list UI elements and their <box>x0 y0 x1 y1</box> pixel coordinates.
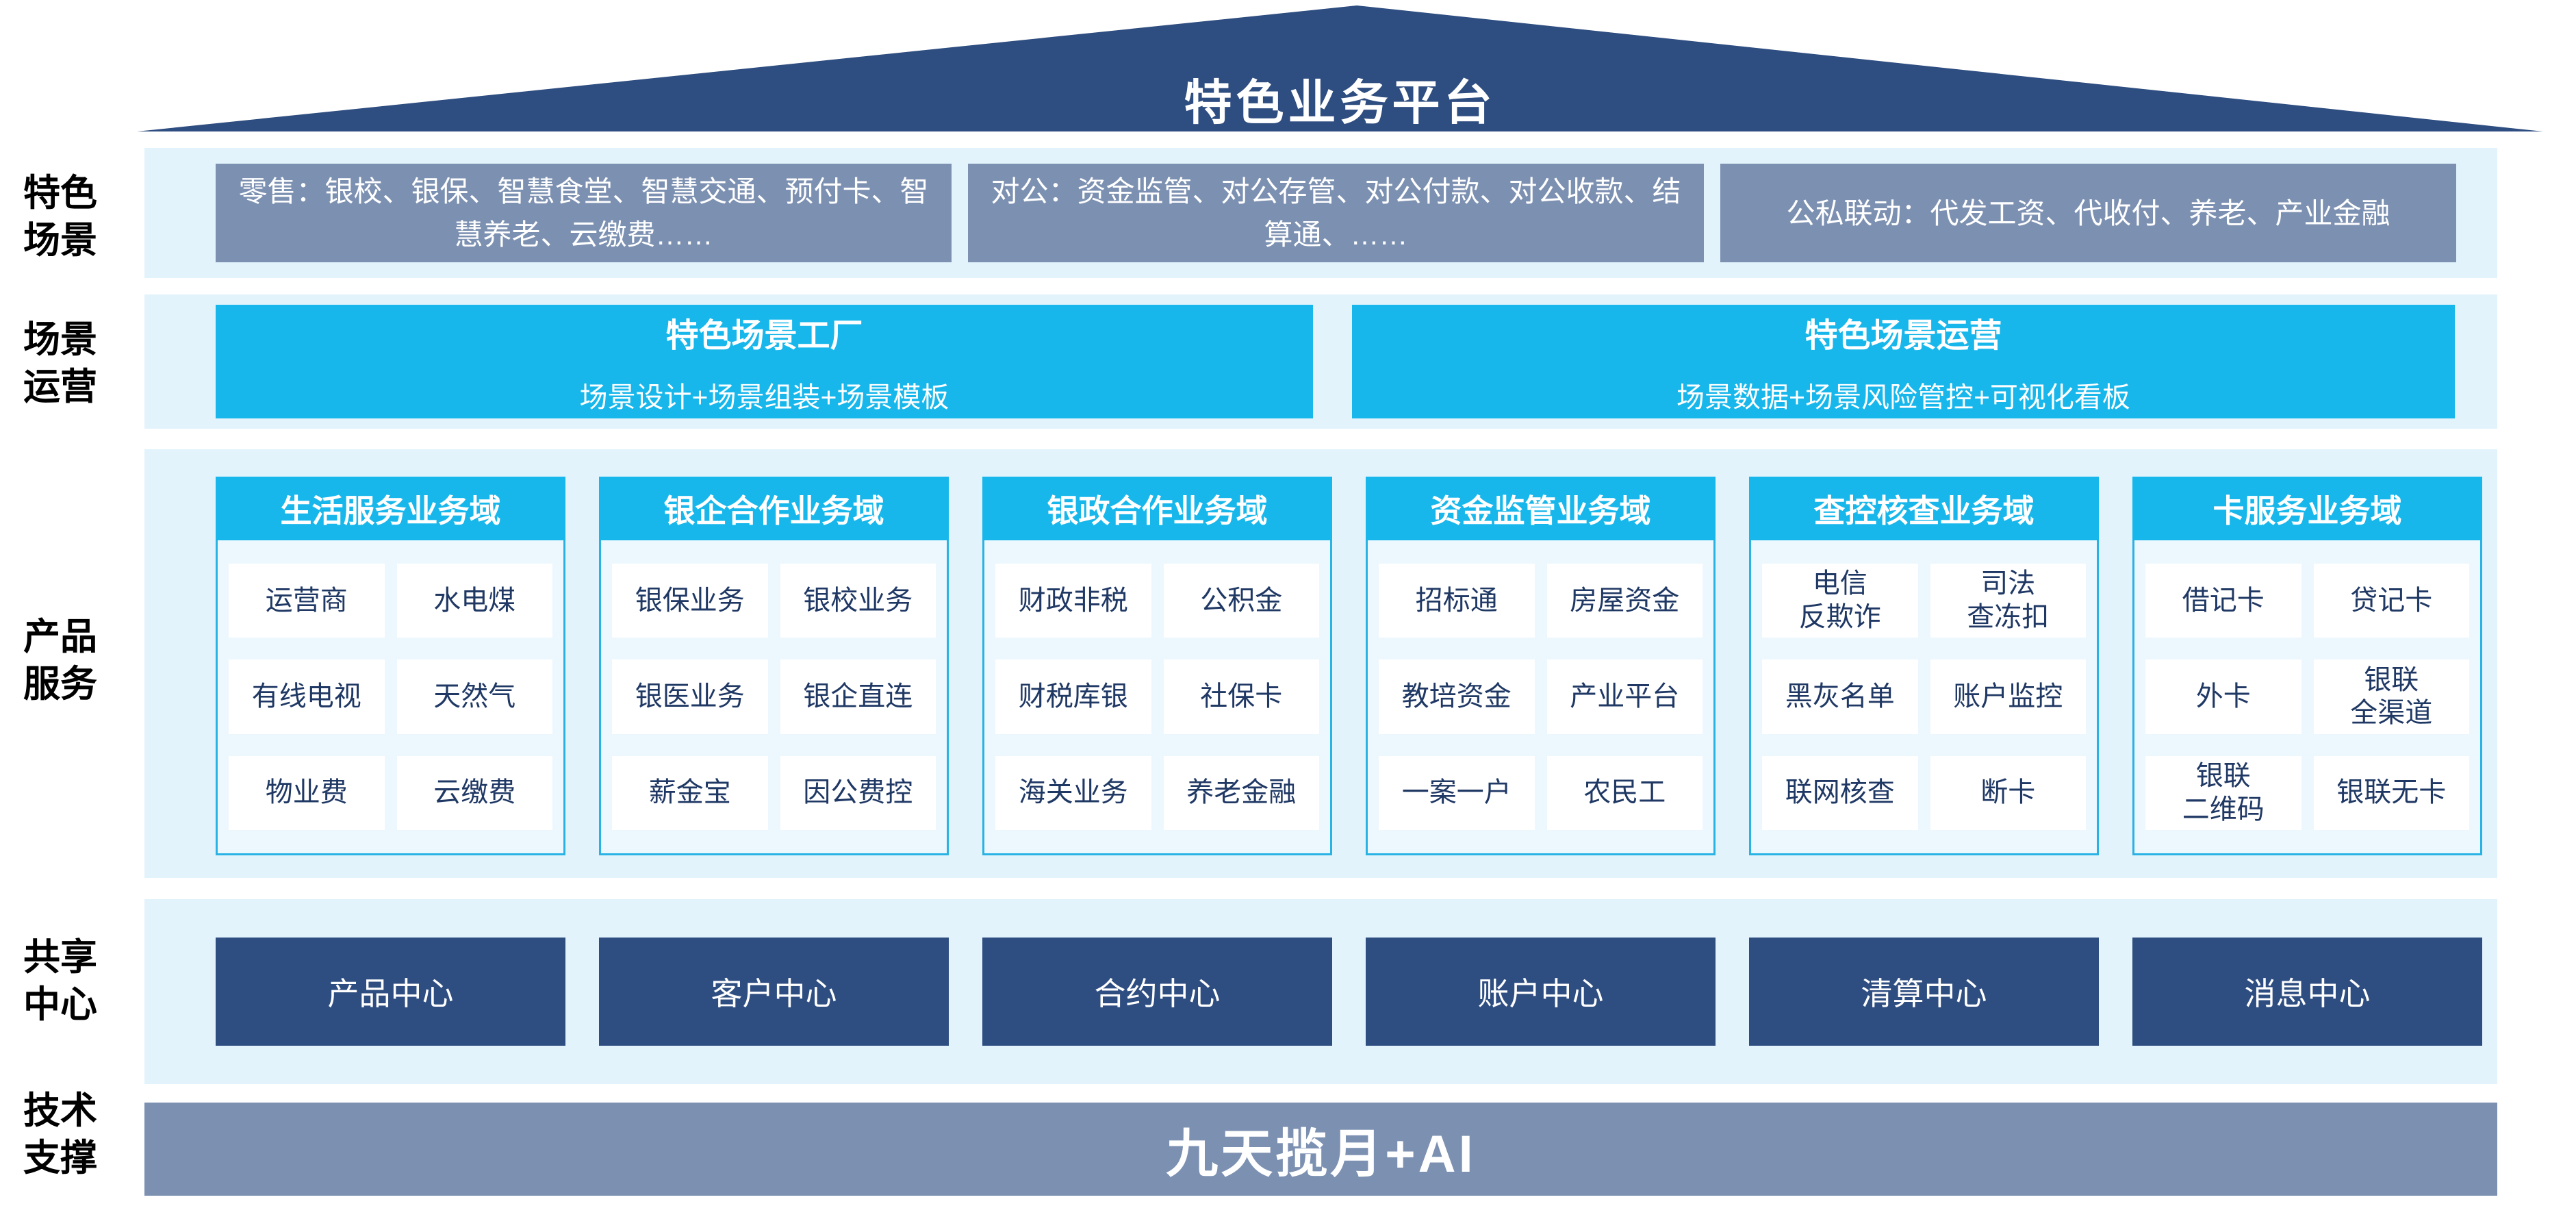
scenario-operation-box: 特色场景运营 场景数据+场景风险管控+可视化看板 <box>1352 305 2455 418</box>
shared-center-customer: 客户中心 <box>599 938 949 1046</box>
product-column-header: 银企合作业务域 <box>599 477 949 540</box>
product-item: 房屋资金 <box>1546 564 1703 638</box>
product-column-body: 借记卡 贷记卡 外卡 银联 全渠道 银联 二维码 银联无卡 <box>2132 540 2482 855</box>
product-item: 断卡 <box>1930 755 2086 830</box>
product-item: 银企直连 <box>780 659 936 734</box>
product-item: 银校业务 <box>780 564 936 638</box>
product-item: 银保业务 <box>612 564 768 638</box>
product-column-body: 招标通 房屋资金 教培资金 产业平台 一案一户 农民工 <box>1366 540 1716 855</box>
product-item: 贷记卡 <box>2313 564 2469 638</box>
product-column-body: 银保业务 银校业务 银医业务 银企直连 薪金宝 因公费控 <box>599 540 949 855</box>
product-column-body: 运营商 水电煤 有线电视 天然气 物业费 云缴费 <box>216 540 565 855</box>
row-label-product-services: 产品 服务 <box>23 616 97 705</box>
product-item: 有线电视 <box>229 659 385 734</box>
product-item: 外卡 <box>2145 659 2301 734</box>
shared-center-account: 账户中心 <box>1366 938 1716 1046</box>
platform-title: 特色业务平台 <box>1184 76 1496 129</box>
operation-row: 特色场景工厂 场景设计+场景组装+场景模板 特色场景运营 场景数据+场景风险管控… <box>144 294 2497 429</box>
product-item: 联网核查 <box>1762 755 1918 830</box>
product-column-bank-government: 银政合作业务域 财政非税 公积金 财税库银 社保卡 海关业务 养老金融 <box>982 477 1332 878</box>
scene-row: 零售：银校、银保、智慧食堂、智慧交通、预付卡、智慧养老、云缴费…… 对公：资金监… <box>144 148 2497 278</box>
shared-center-product: 产品中心 <box>216 938 565 1046</box>
shared-center-message: 消息中心 <box>2132 938 2482 1046</box>
product-item: 物业费 <box>229 755 385 830</box>
scenario-factory-subtitle: 场景设计+场景组装+场景模板 <box>579 381 949 413</box>
scene-box-public-private-linkage: 公私联动：代发工资、代收付、养老、产业金融 <box>1720 164 2456 262</box>
product-item: 招标通 <box>1379 564 1535 638</box>
product-item: 因公费控 <box>780 755 936 830</box>
product-column-header: 查控核查业务域 <box>1749 477 2099 540</box>
product-column-header: 银政合作业务域 <box>982 477 1332 540</box>
row-label-tech-support: 技术 支撑 <box>23 1090 97 1179</box>
product-item: 银联无卡 <box>2313 755 2469 830</box>
product-item: 社保卡 <box>1163 659 1319 734</box>
product-item: 海关业务 <box>995 755 1151 830</box>
product-column-header: 生活服务业务域 <box>216 477 565 540</box>
product-item: 养老金融 <box>1163 755 1319 830</box>
product-item: 借记卡 <box>2145 564 2301 638</box>
product-item: 教培资金 <box>1379 659 1535 734</box>
row-label-scenes: 特色 场景 <box>23 173 97 262</box>
product-column-body: 财政非税 公积金 财税库银 社保卡 海关业务 养老金融 <box>982 540 1332 855</box>
shared-center-row: 产品中心 客户中心 合约中心 账户中心 清算中心 消息中心 <box>144 899 2497 1084</box>
product-item: 账户监控 <box>1930 659 2086 734</box>
product-item: 公积金 <box>1163 564 1319 638</box>
product-column-card-service: 卡服务业务域 借记卡 贷记卡 外卡 银联 全渠道 银联 二维码 银联无卡 <box>2132 477 2482 878</box>
tech-support-bar: 九天揽月+AI <box>144 1103 2497 1196</box>
product-item: 产业平台 <box>1546 659 1703 734</box>
product-item: 运营商 <box>229 564 385 638</box>
product-column-header: 卡服务业务域 <box>2132 477 2482 540</box>
shared-center-contract: 合约中心 <box>982 938 1332 1046</box>
product-column-bank-enterprise: 银企合作业务域 银保业务 银校业务 银医业务 银企直连 薪金宝 因公费控 <box>599 477 949 878</box>
product-column-fund-supervision: 资金监管业务域 招标通 房屋资金 教培资金 产业平台 一案一户 农民工 <box>1366 477 1716 878</box>
product-item: 银医业务 <box>612 659 768 734</box>
product-item: 银联 全渠道 <box>2313 659 2469 734</box>
row-label-shared-centers: 共享 中心 <box>23 937 97 1026</box>
product-item: 薪金宝 <box>612 755 768 830</box>
scene-box-corporate: 对公：资金监管、对公存管、对公付款、对公收款、结算通、…… <box>968 164 1704 262</box>
product-item: 黑灰名单 <box>1762 659 1918 734</box>
scenario-factory-title: 特色场景工厂 <box>665 318 863 354</box>
product-item: 电信 反欺诈 <box>1762 564 1918 638</box>
product-item: 财政非税 <box>995 564 1151 638</box>
scenario-factory-box: 特色场景工厂 场景设计+场景组装+场景模板 <box>216 305 1313 418</box>
product-item: 农民工 <box>1546 755 1703 830</box>
product-item: 一案一户 <box>1379 755 1535 830</box>
product-item: 银联 二维码 <box>2145 755 2301 830</box>
product-column-header: 资金监管业务域 <box>1366 477 1716 540</box>
product-item: 云缴费 <box>396 755 552 830</box>
row-label-scenario-operation: 场景 运营 <box>23 319 97 408</box>
scenario-operation-subtitle: 场景数据+场景风险管控+可视化看板 <box>1676 381 2130 413</box>
product-column-inquiry-control: 查控核查业务域 电信 反欺诈 司法 查冻扣 黑灰名单 账户监控 联网核查 断卡 <box>1749 477 2099 878</box>
product-item: 财税库银 <box>995 659 1151 734</box>
shared-center-clearing: 清算中心 <box>1749 938 2099 1046</box>
scene-box-retail: 零售：银校、银保、智慧食堂、智慧交通、预付卡、智慧养老、云缴费…… <box>216 164 952 262</box>
product-column-body: 电信 反欺诈 司法 查冻扣 黑灰名单 账户监控 联网核查 断卡 <box>1749 540 2099 855</box>
product-item: 司法 查冻扣 <box>1930 564 2086 638</box>
product-item: 水电煤 <box>396 564 552 638</box>
scenario-operation-title: 特色场景运营 <box>1805 318 2002 354</box>
product-column-life-services: 生活服务业务域 运营商 水电煤 有线电视 天然气 物业费 云缴费 <box>216 477 565 878</box>
platform-roof: 特色业务平台 <box>137 5 2543 131</box>
product-row: 生活服务业务域 运营商 水电煤 有线电视 天然气 物业费 云缴费 银企合作业务域… <box>144 449 2497 878</box>
product-item: 天然气 <box>396 659 552 734</box>
